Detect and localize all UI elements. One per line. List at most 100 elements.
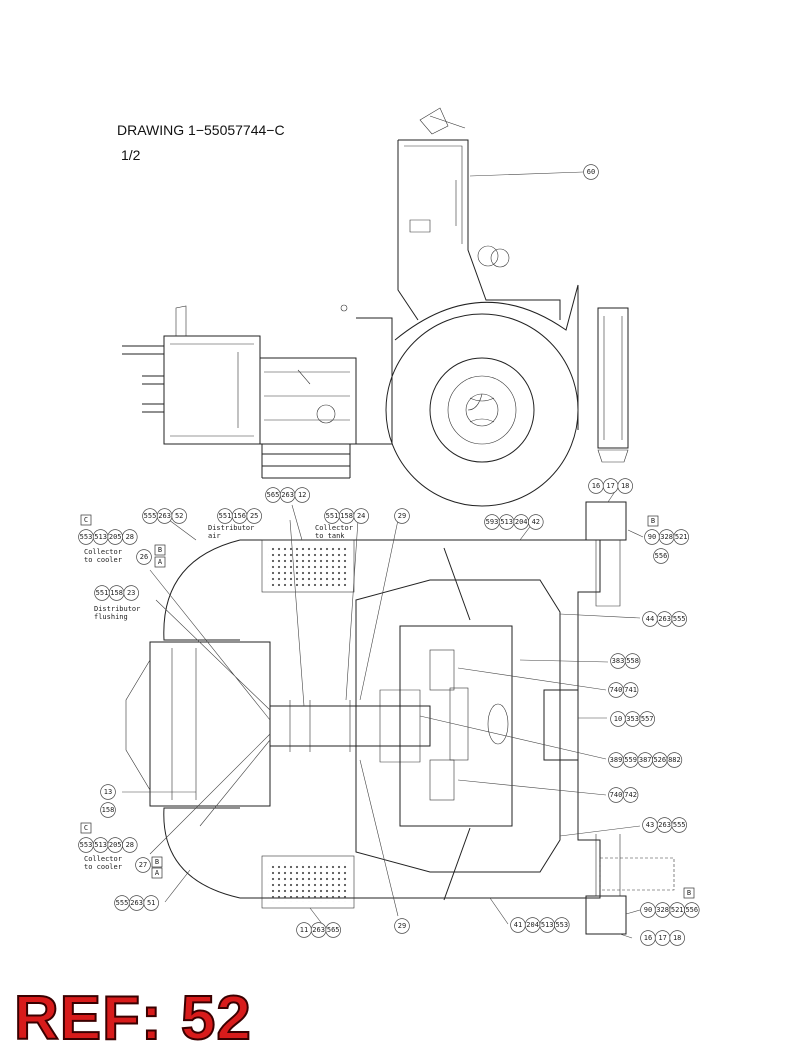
callout-bubble	[171, 508, 187, 524]
callout-bubble	[100, 802, 116, 818]
callout-number: 553	[80, 533, 93, 541]
diagonal-arms	[443, 547, 471, 901]
box-label: C	[80, 514, 92, 526]
callout-number: 27	[139, 861, 147, 869]
note-collector-cooler-top-2: to cooler	[84, 556, 122, 564]
note-collector-cooler-top-1: Collector	[84, 548, 122, 556]
callout-number: 158	[340, 512, 353, 520]
callout-bubble	[622, 787, 639, 803]
callout-number: 740	[610, 686, 623, 694]
callout-number: 12	[298, 491, 306, 499]
left-rounded-bot	[163, 807, 241, 899]
callout-number: 29	[398, 922, 406, 930]
notes: Collector to cooler Distributor air Coll…	[84, 524, 353, 871]
callout-bubble	[122, 837, 138, 853]
cylinder-end	[316, 404, 336, 424]
callout-number: 28	[126, 841, 134, 849]
drawing-title: DRAWING 1−55057744−C	[117, 122, 285, 138]
grille-dots	[268, 546, 348, 902]
callout-bubble	[671, 611, 687, 627]
callout-number: 23	[127, 589, 135, 597]
tower-detail	[404, 145, 463, 244]
hub-shafts	[595, 540, 621, 897]
callout-number: 28	[126, 533, 134, 541]
callout-number: 10	[614, 715, 622, 723]
callout-number: 18	[621, 482, 629, 490]
callout-number: 17	[606, 482, 614, 490]
callout-group-g29-bot: 29	[394, 918, 410, 934]
note-distributor-air-2: air	[208, 532, 221, 540]
callout-number: 740	[610, 791, 623, 799]
callout-number: 44	[646, 615, 654, 623]
callout-number: 205	[109, 533, 122, 541]
lifting-eye	[340, 304, 348, 312]
callout-bubble	[639, 711, 655, 727]
central-beam-detail	[289, 689, 421, 763]
callout-number: 593	[486, 518, 499, 526]
front-bracket	[175, 305, 187, 336]
callout-number: 158	[102, 806, 115, 814]
box-label: A	[154, 556, 166, 568]
box-label: B	[154, 544, 166, 556]
callout-number: 52	[175, 512, 183, 520]
callout-bubble	[624, 653, 641, 669]
tower-top-linkage	[419, 107, 466, 135]
callout-bubble	[666, 752, 683, 768]
callout-bubble	[671, 817, 687, 833]
grille-bottom	[261, 855, 355, 909]
top-view	[125, 501, 675, 935]
box-label-text: A	[158, 558, 163, 566]
callout-number: 555	[116, 899, 129, 907]
radiator-column	[597, 307, 629, 449]
callout-bubble	[353, 508, 369, 524]
callout-number: 521	[675, 533, 688, 541]
callout-number: 60	[587, 168, 595, 176]
callout-number: 551	[96, 589, 109, 597]
turntable-bearing	[487, 703, 509, 745]
callout-number: 328	[656, 906, 669, 914]
radiator-detail	[597, 316, 629, 463]
box-label: C	[80, 822, 92, 834]
note-distributor-flushing-1: Distributor	[94, 605, 140, 613]
note-collector-tank-1: Collector	[315, 524, 353, 532]
callout-number: 741	[624, 686, 637, 694]
box-label-text: B	[155, 858, 159, 866]
engine-block	[149, 641, 271, 807]
callout-number: 11	[300, 926, 308, 934]
leader-lines	[122, 171, 644, 939]
callout-bubble	[123, 585, 139, 601]
box-label-text: B	[651, 517, 655, 525]
callout-group-g13: 13	[100, 784, 116, 800]
callout-number: 204	[515, 518, 528, 526]
callout-number: 16	[644, 934, 652, 942]
callout-number: 559	[624, 756, 637, 764]
callout-number: 25	[250, 512, 258, 520]
callout-bubble	[583, 164, 599, 180]
box-label-text: B	[158, 546, 162, 554]
tower-outline	[398, 139, 561, 320]
middle-frame-detail	[264, 369, 350, 421]
callout-bubble	[617, 478, 633, 494]
note-collector-cooler-bot-1: Collector	[84, 855, 122, 863]
callout-number: 41	[514, 921, 522, 929]
front-tubes	[122, 345, 164, 413]
callout-number: 565	[267, 491, 280, 499]
callout-number: 558	[626, 657, 639, 665]
callout-number: 513	[94, 841, 107, 849]
callout-number: 556	[685, 906, 698, 914]
callout-bubble	[653, 548, 669, 564]
